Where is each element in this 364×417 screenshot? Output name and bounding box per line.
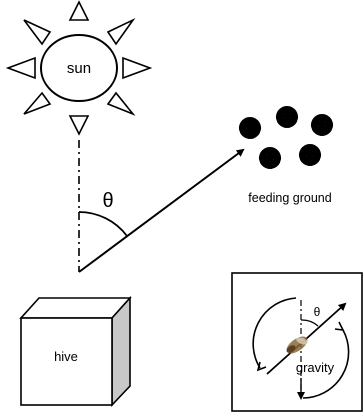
dance-loop-right [302, 329, 350, 399]
flower-icon [258, 147, 282, 169]
angle-arc [78, 211, 128, 237]
flower-icon [238, 117, 262, 139]
dance-loop-left [252, 297, 297, 369]
inset-angle-label: θ [314, 305, 321, 319]
flower-icon [275, 106, 299, 128]
feeding-ground-label: feeding ground [248, 191, 331, 205]
dance-loop-right-arrowhead [334, 321, 345, 331]
hive-box-icon: hive [19, 295, 132, 408]
inset-angle-arc [300, 319, 319, 327]
hive-label: hive [54, 349, 78, 364]
dance-inset: θ gravity [231, 272, 363, 412]
flight-direction-arrow [78, 148, 245, 273]
sun-label: sun [67, 60, 91, 77]
gravity-label: gravity [296, 360, 335, 375]
flower-icon [310, 114, 334, 136]
bee-icon [286, 336, 308, 354]
dance-loop-left-arrowhead [256, 361, 267, 372]
sun-icon: sun [5, 0, 153, 136]
flower-icon [298, 144, 322, 166]
flower-icon [238, 106, 334, 169]
angle-label: θ [102, 190, 113, 212]
